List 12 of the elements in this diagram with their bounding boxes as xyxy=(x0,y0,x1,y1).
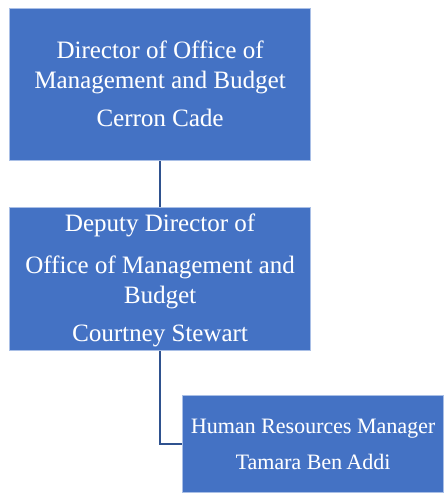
job-title: Office of Management and Budget xyxy=(24,251,296,311)
org-chart-box xyxy=(9,207,311,351)
org-chart-box xyxy=(182,395,444,493)
job-title: Human Resources Manager xyxy=(190,412,436,439)
person-name: Cerron Cade xyxy=(96,104,224,134)
person-name: Courtney Stewart xyxy=(72,319,248,349)
connector-line xyxy=(159,351,182,445)
job-title: Deputy Director of xyxy=(64,209,256,239)
connector-line xyxy=(159,161,161,207)
org-chart-box xyxy=(9,8,311,161)
person-name: Tamara Ben Addi xyxy=(236,449,390,476)
job-title: Director of Office of Management and Budget xyxy=(33,36,287,96)
